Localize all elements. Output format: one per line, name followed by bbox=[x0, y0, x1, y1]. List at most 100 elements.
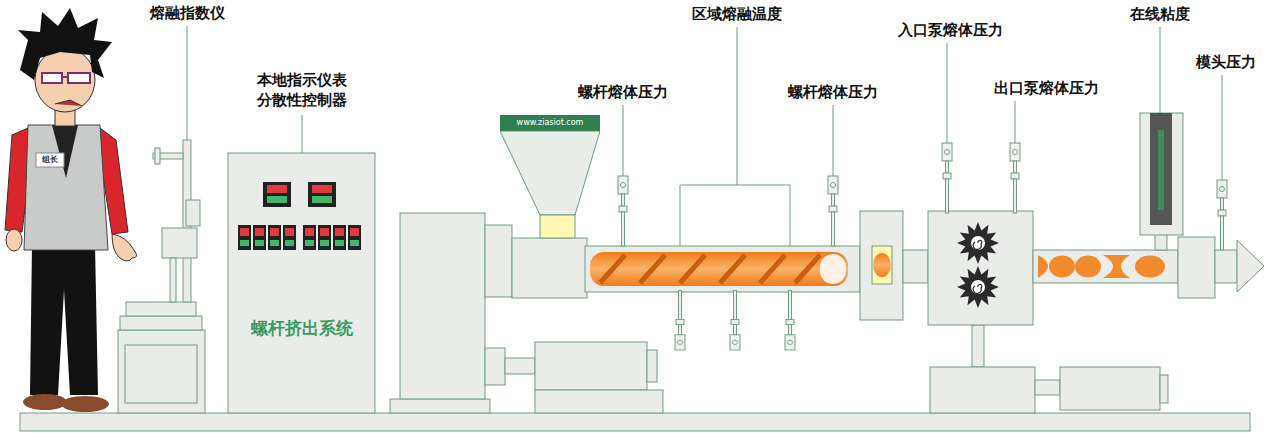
callout-label: 入口泵熔体压力 bbox=[898, 20, 1003, 40]
operator-figure bbox=[62, 76, 68, 78]
panel-display bbox=[305, 240, 314, 246]
operator-figure bbox=[35, 48, 95, 112]
hopper bbox=[500, 131, 600, 215]
callout-label: 本地指示仪表 分散性控制器 bbox=[253, 70, 351, 110]
extruder-drive bbox=[390, 399, 490, 413]
screw-barrel bbox=[760, 255, 785, 283]
screw-barrel bbox=[795, 255, 820, 283]
callout-label: 出口泵熔体压力 bbox=[994, 78, 1099, 98]
operator-figure bbox=[24, 125, 108, 250]
screw-barrel bbox=[600, 255, 625, 283]
pump-gear bbox=[957, 222, 999, 264]
pump-gear bbox=[957, 222, 999, 308]
extruder-drive bbox=[400, 213, 485, 399]
operator-figure bbox=[36, 153, 64, 167]
extruder-drive bbox=[535, 390, 663, 413]
panel-display bbox=[270, 228, 279, 236]
thermocouple bbox=[675, 291, 685, 351]
panel-display bbox=[240, 228, 249, 236]
panel-display bbox=[303, 225, 316, 250]
thermocouple bbox=[785, 291, 795, 351]
control-cabinet bbox=[312, 185, 332, 193]
operator-figure bbox=[55, 100, 82, 106]
extruder-drive bbox=[647, 350, 657, 382]
hopper bbox=[540, 215, 575, 238]
pressure-sensor bbox=[1010, 143, 1020, 213]
control-cabinet bbox=[228, 153, 375, 413]
panel-display bbox=[255, 228, 264, 236]
hopper-band: www.ziasiot.com bbox=[500, 115, 600, 131]
die-head bbox=[1237, 240, 1264, 292]
die-head bbox=[1178, 237, 1215, 298]
panel-display bbox=[255, 240, 264, 246]
panel-display bbox=[285, 240, 294, 246]
operator-figure bbox=[23, 394, 67, 410]
viscometer bbox=[1140, 113, 1183, 235]
operator-figure bbox=[61, 396, 109, 412]
node-text: 螺杆挤出系统 bbox=[228, 318, 375, 338]
viscometer bbox=[1150, 113, 1172, 225]
screw-barrel bbox=[585, 246, 860, 292]
melt-pipe bbox=[1033, 250, 1178, 283]
panel-display bbox=[268, 225, 281, 250]
pump-gear bbox=[971, 236, 985, 250]
control-cabinet bbox=[228, 153, 375, 413]
panel-display bbox=[318, 225, 331, 250]
screw-barrel bbox=[720, 255, 745, 283]
screw-barrel bbox=[680, 255, 705, 283]
operator-figure bbox=[42, 73, 62, 83]
melt-pipe bbox=[1075, 256, 1101, 278]
operator-figure bbox=[5, 8, 137, 412]
thermocouple bbox=[675, 291, 795, 351]
operator-figure bbox=[18, 8, 112, 80]
panel-display bbox=[348, 225, 361, 250]
badge-text: 组长 bbox=[42, 154, 58, 166]
node-text: www.ziasiot.com bbox=[500, 117, 600, 128]
screen-changer bbox=[873, 253, 891, 277]
screw-barrel bbox=[820, 254, 846, 284]
callout-label: 区域熔融温度 bbox=[692, 4, 782, 24]
control-cabinet bbox=[267, 196, 287, 203]
leader-line bbox=[1222, 75, 1223, 180]
panel-display bbox=[335, 240, 344, 246]
leader-line bbox=[737, 27, 738, 185]
operator-figure bbox=[68, 73, 90, 83]
operator-figure bbox=[30, 245, 98, 395]
callout-label: 在线粘度 bbox=[1130, 4, 1190, 24]
gear-pump bbox=[972, 325, 984, 367]
pressure-sensor bbox=[618, 176, 628, 246]
leader-line bbox=[187, 26, 188, 140]
callout-label: 螺杆熔体压力 bbox=[788, 82, 878, 102]
pressure-sensor bbox=[828, 176, 838, 246]
gear-pump bbox=[928, 211, 1168, 413]
leader-line bbox=[302, 115, 303, 153]
melt-index-instrument bbox=[125, 345, 197, 403]
screen-changer bbox=[903, 250, 928, 283]
panel-display bbox=[335, 228, 344, 236]
screen-changer bbox=[872, 246, 892, 284]
extruder-drive bbox=[485, 348, 505, 385]
melt-pipe bbox=[1038, 255, 1048, 278]
screen-changer bbox=[860, 211, 903, 320]
screw-barrel bbox=[590, 252, 848, 286]
panel-display bbox=[350, 228, 359, 236]
cabinet-box: 螺杆挤出系统 bbox=[228, 153, 375, 413]
panel-display bbox=[240, 240, 249, 246]
melt-index-instrument bbox=[170, 258, 176, 302]
panel-display bbox=[320, 228, 329, 236]
melt-index-instrument bbox=[162, 228, 197, 258]
panel-display bbox=[238, 225, 251, 250]
ground-bar bbox=[20, 413, 1250, 431]
operator-figure bbox=[52, 125, 78, 178]
panel-display bbox=[238, 225, 361, 250]
leader-line bbox=[1015, 101, 1016, 143]
gear-pump bbox=[1035, 380, 1060, 395]
gear-pump bbox=[928, 211, 1033, 325]
melt-index-instrument bbox=[155, 148, 160, 164]
callout-label: 螺杆熔体压力 bbox=[578, 82, 668, 102]
hopper bbox=[500, 131, 600, 238]
leader-line bbox=[1160, 27, 1161, 113]
operator-figure bbox=[6, 229, 22, 251]
melt-index-instrument bbox=[118, 330, 205, 413]
